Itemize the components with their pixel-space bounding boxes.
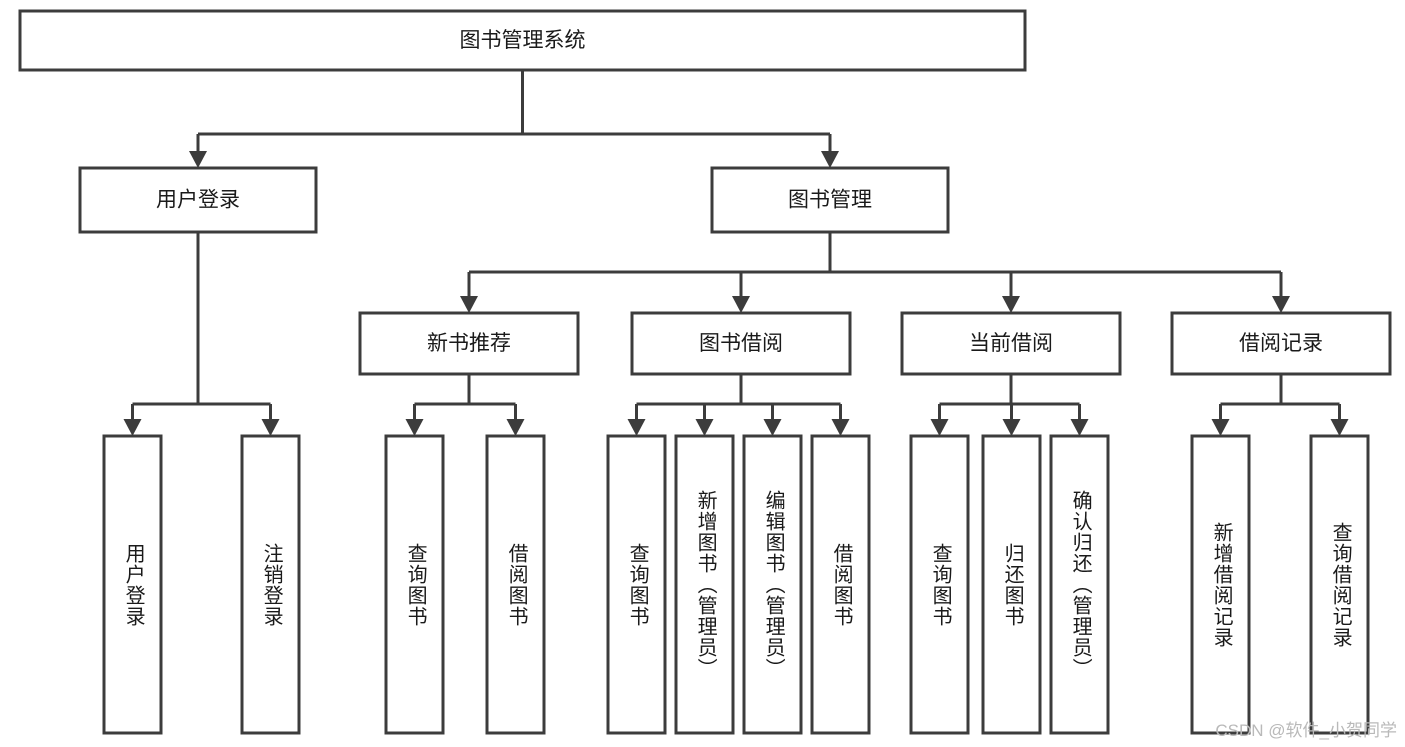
connector-group-root: [189, 70, 839, 168]
node-leaf-query-book-1[interactable]: [384, 434, 445, 735]
node-leaf-edit-book[interactable]: [742, 434, 803, 735]
node-new-book-recommend[interactable]: [358, 311, 580, 376]
connector-group-user-login: [123, 232, 280, 436]
node-label-borrow-record: 借阅记录: [1239, 332, 1323, 355]
node-label-new-book-recommend: 新书推荐: [427, 332, 511, 355]
connector-group-book-borrow: [627, 374, 850, 436]
node-leaf-return-book[interactable]: [981, 434, 1042, 735]
node-current-borrow[interactable]: [900, 311, 1122, 376]
node-book-borrow[interactable]: [630, 311, 852, 376]
connector-group-borrow-record: [1211, 374, 1349, 436]
node-label-book-borrow: 图书借阅: [699, 332, 783, 355]
node-root[interactable]: [18, 9, 1027, 72]
node-label-book-manage: 图书管理: [788, 189, 872, 212]
node-leaf-add-record[interactable]: [1190, 434, 1251, 735]
connector-group-current-borrow: [930, 374, 1089, 436]
node-leaf-confirm-return[interactable]: [1049, 434, 1110, 735]
node-leaf-query-book-3[interactable]: [909, 434, 970, 735]
node-leaf-query-record[interactable]: [1309, 434, 1370, 735]
node-label-user-login: 用户登录: [156, 189, 240, 212]
node-book-manage[interactable]: [710, 166, 950, 234]
connector-layer: [123, 70, 1349, 436]
node-label-current-borrow: 当前借阅: [969, 332, 1053, 355]
node-label-root: 图书管理系统: [460, 29, 586, 52]
connector-group-new-book-recommend: [405, 374, 525, 436]
watermark-text: CSDN @软件_小贺同学: [1215, 721, 1397, 740]
node-box-layer: [18, 9, 1392, 735]
node-leaf-user-login[interactable]: [102, 434, 163, 735]
node-leaf-borrow-book-1[interactable]: [485, 434, 546, 735]
node-user-login[interactable]: [78, 166, 318, 234]
node-leaf-user-logout[interactable]: [240, 434, 301, 735]
connector-group-book-manage: [460, 232, 1290, 313]
node-leaf-query-book-2[interactable]: [606, 434, 667, 735]
node-leaf-add-book[interactable]: [674, 434, 735, 735]
node-borrow-record[interactable]: [1170, 311, 1392, 376]
node-leaf-borrow-book-2[interactable]: [810, 434, 871, 735]
